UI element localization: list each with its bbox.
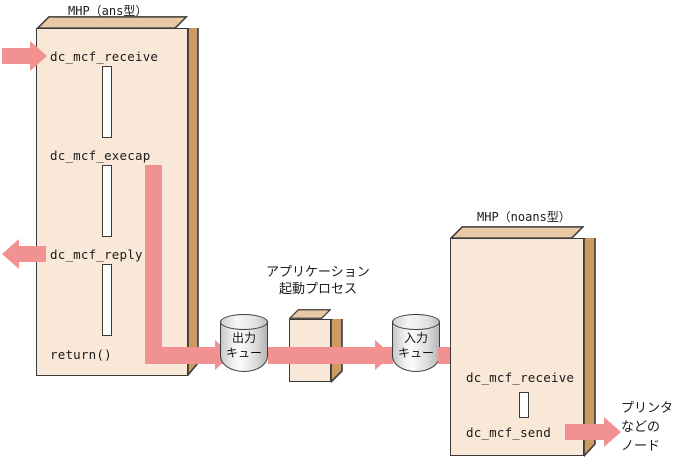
left-box-title: MHP（ans型） <box>68 4 148 18</box>
output-queue-lid <box>220 314 268 330</box>
internal-flow-vertical <box>145 165 162 358</box>
reply-arrow-shaft <box>16 246 46 262</box>
app-process-label-line2: 起動プロセス <box>279 282 358 297</box>
left-gap-bar-1 <box>102 66 112 138</box>
right-call-dc-mcf-send: dc_mcf_send <box>466 425 551 440</box>
mhp-noans-box-front-face <box>450 238 584 456</box>
input-queue-cylinder: 入力 キュー <box>392 314 440 376</box>
left-call-dc-mcf-execap: dc_mcf_execap <box>50 148 151 163</box>
destination-label-line1: プリンタ <box>621 401 674 416</box>
inbound-arrow-head <box>30 41 47 71</box>
left-call-dc-mcf-receive: dc_mcf_receive <box>50 49 159 64</box>
left-gap-bar-3 <box>102 264 112 336</box>
input-queue-lid <box>392 314 440 330</box>
queue-to-queue-shaft-overlay <box>289 347 393 364</box>
input-queue-body <box>392 322 440 372</box>
input-queue-line1: 入力 <box>403 331 428 345</box>
output-queue-text: 出力 キュー <box>220 331 268 361</box>
mhp-ans-box-front-face <box>36 28 188 376</box>
output-queue-cylinder: 出力 キュー <box>220 314 268 376</box>
reply-arrow-head <box>2 239 19 269</box>
destination-label-line3: ノード <box>621 439 661 454</box>
right-box-title: MHP（noans型） <box>477 210 571 224</box>
outbound-node-arrow-head <box>604 417 621 447</box>
queue-to-queue-arrow-head-overlay <box>375 340 392 370</box>
left-gap-bar-2 <box>102 165 112 237</box>
mhp-ans-box-side-face <box>188 28 199 376</box>
input-queue-text: 入力 キュー <box>392 331 440 361</box>
app-process-box-top-face <box>289 309 331 319</box>
internal-flow-horizontal <box>145 347 217 364</box>
mhp-noans-box-side-face <box>584 238 596 457</box>
right-call-dc-mcf-receive: dc_mcf_receive <box>466 370 575 385</box>
destination-label-line2: などの <box>621 420 661 435</box>
outbound-node-arrow-shaft <box>565 424 607 440</box>
app-process-label-line1: アプリケーション <box>266 265 370 280</box>
right-gap-bar-1 <box>519 392 529 418</box>
output-queue-body <box>220 322 268 372</box>
input-queue-line2: キュー <box>397 346 434 360</box>
left-call-dc-mcf-reply: dc_mcf_reply <box>50 247 143 262</box>
left-call-return: return() <box>50 347 112 362</box>
mhp-noans-box <box>450 226 596 457</box>
app-startup-process-box <box>289 308 343 383</box>
inbound-arrow-shaft <box>2 48 32 64</box>
output-queue-line1: 出力 <box>231 331 256 345</box>
output-queue-line2: キュー <box>225 346 262 360</box>
mhp-ans-box <box>36 16 199 376</box>
